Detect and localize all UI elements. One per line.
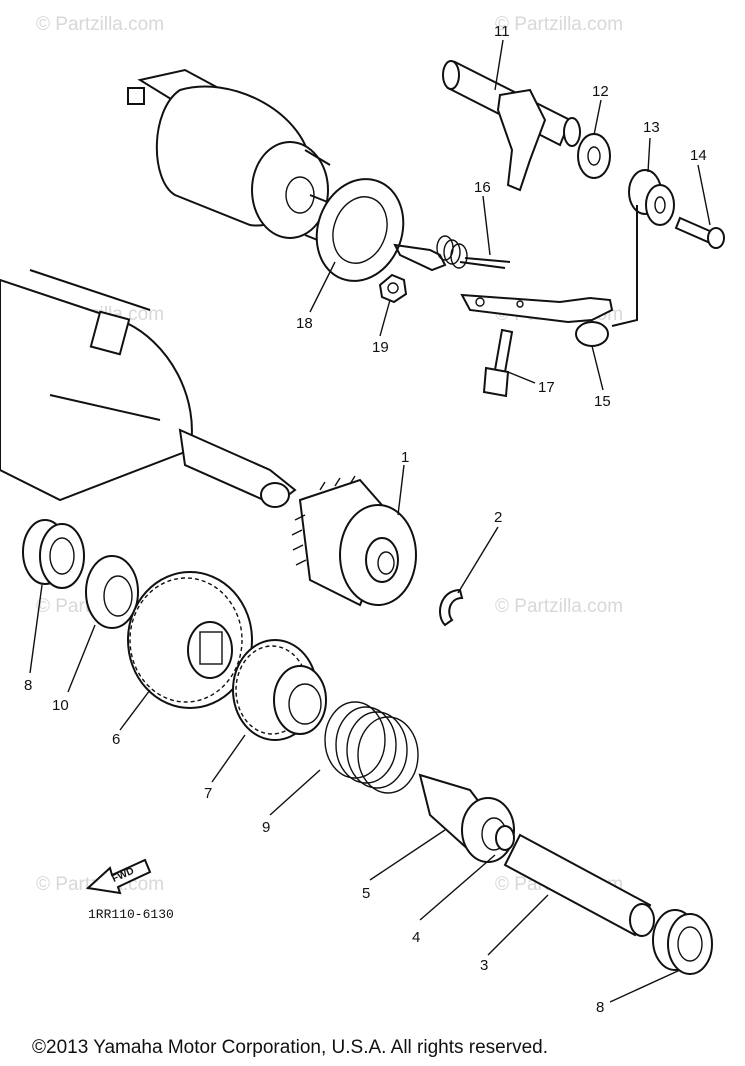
callout-16: 16 (474, 179, 491, 196)
part-13-collar (628, 169, 675, 226)
part-16-spring (393, 235, 511, 272)
part-4-washer (495, 825, 515, 851)
callout-9: 9 (262, 819, 270, 836)
callout-15: 15 (594, 393, 611, 410)
part-17-bolt (482, 328, 514, 398)
part-18-gasket (315, 178, 405, 282)
callout-7: 7 (204, 785, 212, 802)
callout-13: 13 (643, 119, 660, 136)
part-2-circlip (439, 588, 464, 627)
part-7-gear (232, 639, 327, 741)
callout-19: 19 (372, 339, 389, 356)
part-14-bolt (674, 216, 725, 249)
starter-relay (127, 68, 336, 246)
part-8-bearing-right (652, 909, 713, 975)
part-1-clutch (291, 475, 417, 607)
part-6-gear (127, 571, 253, 709)
part-11-shaft (442, 60, 581, 192)
callout-3: 3 (480, 957, 488, 974)
callout-14: 14 (690, 147, 707, 164)
watermark: © Partzilla.com (495, 14, 623, 35)
part-5-shaft-gear (418, 773, 515, 863)
callout-17: 17 (538, 379, 555, 396)
gear-teeth (291, 475, 356, 566)
callout-2: 2 (494, 509, 502, 526)
callout-10: 10 (52, 697, 69, 714)
callout-1: 1 (401, 449, 409, 466)
callout-6: 6 (112, 731, 120, 748)
part-9-spring (324, 701, 419, 794)
part-15-lever (460, 205, 638, 347)
callout-8-left: 8 (24, 677, 32, 694)
copyright-notice: ©2013 Yamaha Motor Corporation, U.S.A. A… (32, 1037, 548, 1058)
part-12-washer (577, 133, 611, 179)
part-10-washer (85, 555, 139, 629)
callout-5: 5 (362, 885, 370, 902)
leader-lines (29, 39, 711, 1003)
watermark: © Partzilla.com (36, 14, 164, 35)
part-19-nut (378, 273, 408, 304)
callout-4: 4 (412, 929, 420, 946)
callout-11: 11 (494, 23, 510, 40)
part-3-shaft (503, 833, 655, 937)
callout-18: 18 (296, 315, 313, 332)
callout-12: 12 (592, 83, 609, 100)
callout-8-right: 8 (596, 999, 604, 1016)
watermark: © Partzilla.com (495, 596, 623, 617)
part-8-bearing-left (22, 519, 85, 589)
diagram-code: 1RR110-6130 (88, 907, 174, 922)
callout-numbers: 1 2 3 4 5 6 7 8 8 9 10 11 12 13 14 15 16… (24, 23, 707, 1016)
starter-motor (0, 269, 297, 508)
